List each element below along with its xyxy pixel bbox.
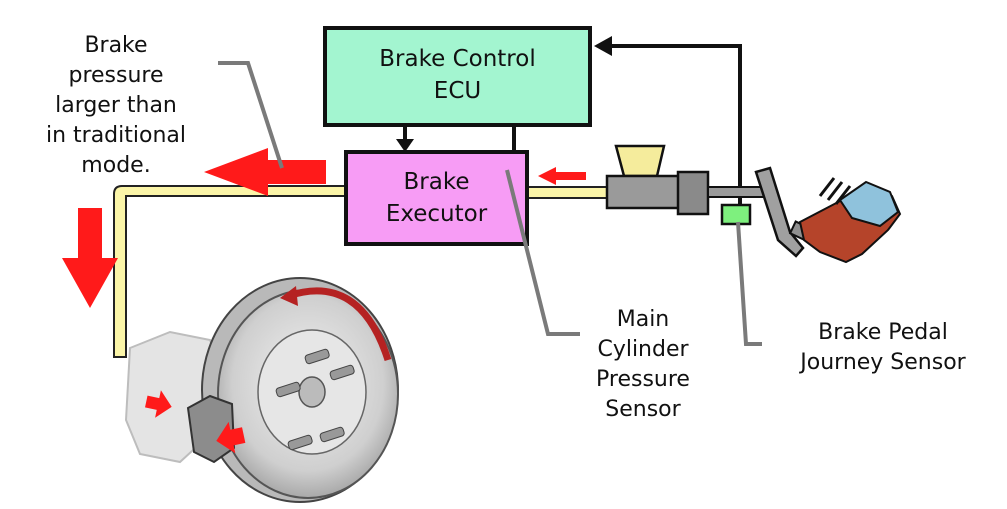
ecu-label-line1: Brake Control [379,46,536,72]
pedal-sensor-to-ecu-arrowhead [594,36,612,56]
main-cylinder-label-line4: Sensor [605,397,681,422]
pedal-sensor-label: Brake Pedal Journey Sensor [772,318,994,378]
main-cylinder-label-line3: Pressure [596,367,690,392]
hydraulic-pipe-right [526,186,610,199]
executor-label-line1: Brake [403,169,470,195]
pressure-label-leader [218,61,284,169]
executor-label: Brake Executor [346,166,527,230]
brake-control-ecu-box [323,26,592,127]
main-cylinder-label-line2: Cylinder [597,337,689,362]
pressure-label-line4: in traditional [45,123,186,148]
pedal-sensor-icon [720,203,752,226]
pressure-label-line5: mode. [81,153,151,178]
master-cylinder-icon [605,144,771,216]
caliper-arrow-top [145,390,172,418]
ecu-label-line2: ECU [433,78,482,104]
flow-small-arrow [538,167,586,185]
executor-label-line2: Executor [385,201,488,227]
motion-lines-icon [818,177,852,205]
pressure-label-line1: Brake [84,33,148,58]
pedal-sensor-leader [736,221,762,346]
ecu-to-executor-arrowhead [396,139,414,152]
pressure-down-arrow [62,208,118,308]
rotation-arrow-icon [280,286,392,362]
main-cylinder-label: Main Cylinder Pressure Sensor [568,305,718,425]
pressure-label-line2: pressure [68,63,164,88]
shoe-icon [798,180,902,264]
brake-disc-icon [124,277,399,503]
hydraulic-pipe [113,185,347,358]
pressure-label-line3: larger than [55,93,177,118]
pedal-sensor-to-ecu-line [612,44,742,210]
pedal-sensor-label-line2: Journey Sensor [800,350,966,375]
pressure-label: Brake pressure larger than in traditiona… [16,31,216,181]
pressure-left-arrow [204,148,326,196]
brake-executor-box [344,150,529,246]
main-cylinder-leader [505,169,580,336]
pedal-sensor-label-line1: Brake Pedal [818,320,948,345]
main-cylinder-label-line1: Main [616,307,670,332]
ecu-label: Brake Control ECU [325,43,590,107]
caliper-arrow-bottom [216,421,246,454]
